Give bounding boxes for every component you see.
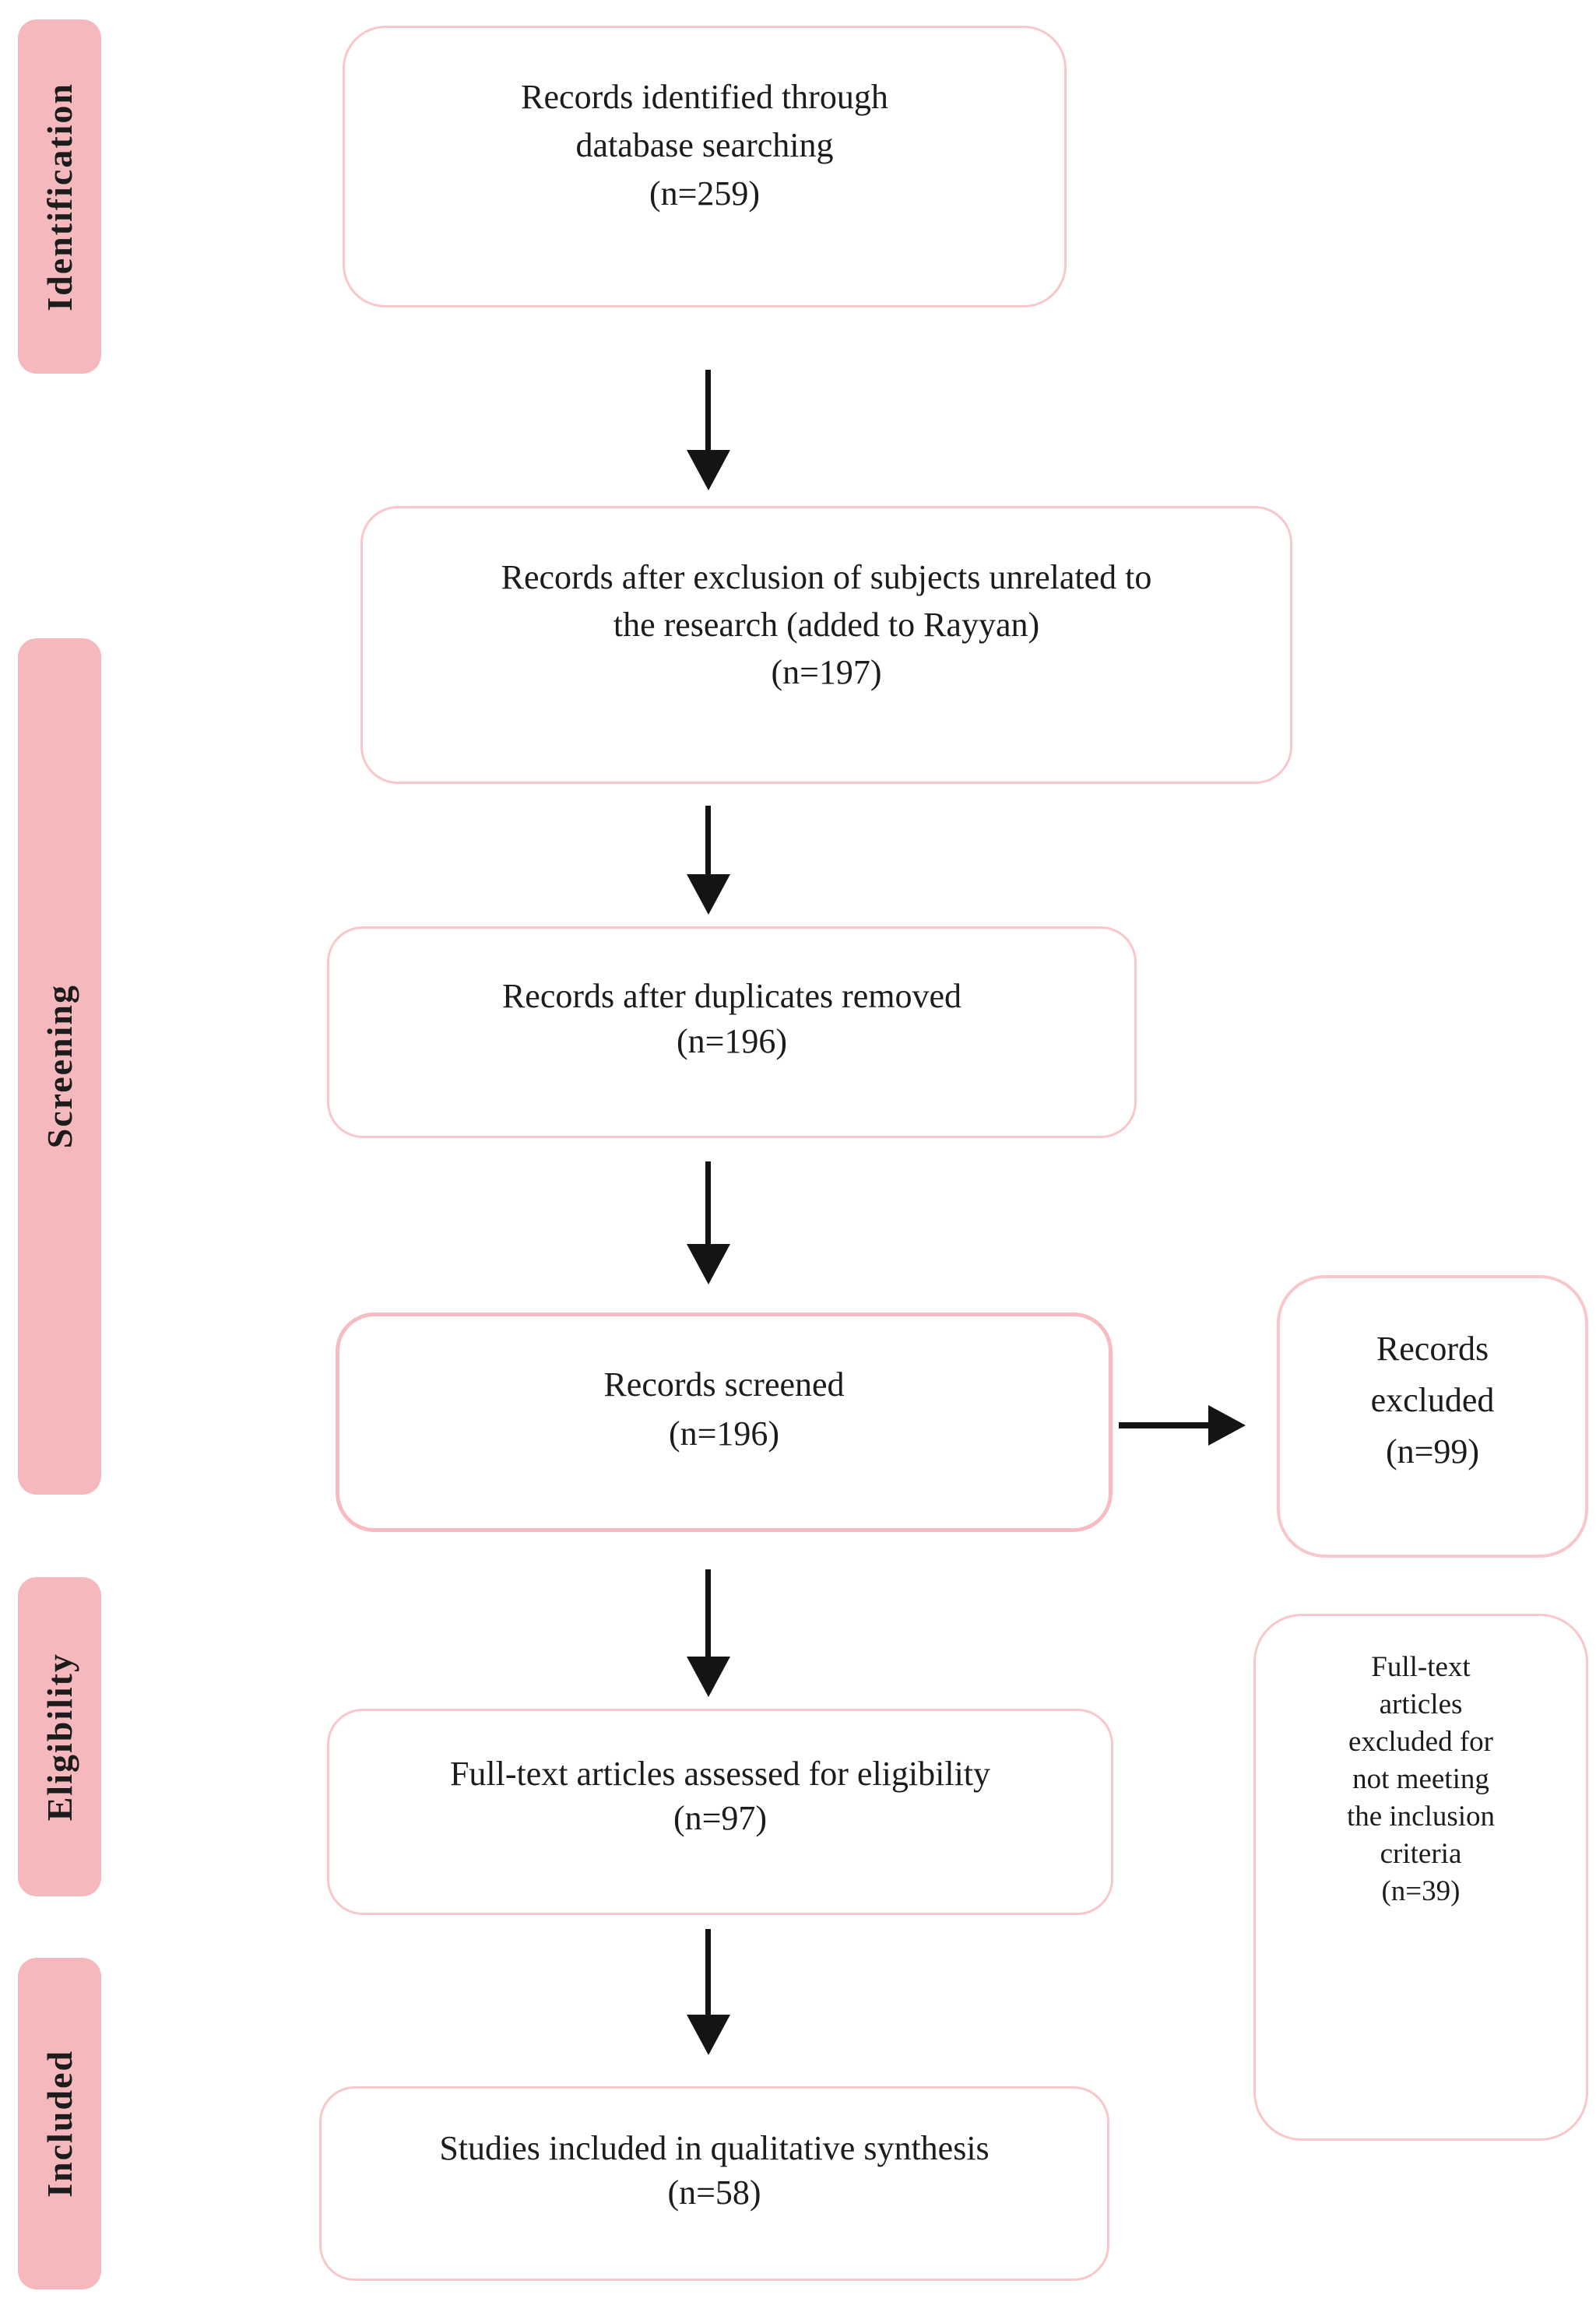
box-text-line: database searching — [575, 126, 834, 164]
box-text-line: Studies included in qualitative synthesi… — [439, 2129, 990, 2167]
box-included-synthesis: Studies included in qualitative synthesi… — [319, 2086, 1109, 2281]
box-records-excluded: Records excluded (n=99) — [1277, 1275, 1588, 1558]
box-text-line: excluded — [1370, 1381, 1495, 1419]
box-text-line: the inclusion — [1346, 1801, 1496, 1832]
box-text-line: (n=58) — [667, 2173, 761, 2212]
box-text-line: articles — [1379, 1688, 1463, 1720]
box-text-line: Full-text articles assessed for eligibil… — [449, 1755, 991, 1793]
box-text-line: (n=196) — [676, 1022, 788, 1060]
box-text-line: Records — [1376, 1330, 1489, 1368]
stage-band-identification: Identification — [18, 19, 101, 374]
box-fulltext-excluded: Full-text articles excluded for not meet… — [1253, 1614, 1588, 2141]
arrow-shaft — [705, 370, 711, 452]
box-text-line: excluded for — [1348, 1726, 1493, 1758]
box-text-line: criteria — [1380, 1838, 1462, 1870]
box-text-line: Records screened — [603, 1365, 845, 1404]
arrow-head-down-icon — [687, 1244, 730, 1284]
box-text-line: the research (added to Rayyan) — [613, 606, 1040, 644]
box-text-line: (n=196) — [668, 1414, 780, 1453]
arrow-head-down-icon — [687, 2015, 730, 2055]
box-text-line: (n=39) — [1381, 1875, 1461, 1907]
stage-band-eligibility: Eligibility — [18, 1577, 101, 1896]
stage-band-included: Included — [18, 1958, 101, 2289]
box-text-line: (n=259) — [649, 174, 761, 213]
stage-label-included: Included — [40, 2050, 79, 2198]
arrow-shaft — [705, 1569, 711, 1660]
box-after-exclusion: Records after exclusion of subjects unre… — [360, 506, 1292, 784]
box-text-line: (n=197) — [771, 653, 882, 691]
arrow-head-down-icon — [687, 450, 730, 490]
box-text-line: Records after duplicates removed — [501, 977, 962, 1015]
box-duplicates-removed: Records after duplicates removed (n=196) — [327, 926, 1137, 1138]
stage-label-identification: Identification — [40, 82, 79, 311]
box-text-line: Records after exclusion of subjects unre… — [501, 558, 1152, 596]
box-text-line: (n=99) — [1385, 1432, 1480, 1471]
box-text-line: Records identified through — [521, 78, 888, 116]
stage-label-eligibility: Eligibility — [40, 1652, 79, 1822]
arrow-shaft — [1119, 1422, 1212, 1428]
box-fulltext-assessed: Full-text articles assessed for eligibil… — [327, 1709, 1113, 1915]
box-records-screened: Records screened (n=196) — [336, 1312, 1113, 1532]
arrow-shaft — [705, 806, 711, 877]
box-text-line: (n=97) — [673, 1799, 768, 1837]
stage-band-screening: Screening — [18, 638, 101, 1495]
box-records-identified: Records identified through database sear… — [343, 26, 1067, 307]
stage-label-screening: Screening — [40, 984, 79, 1149]
arrow-shaft — [705, 1161, 711, 1247]
arrow-head-down-icon — [687, 1657, 730, 1697]
arrow-head-right-icon — [1208, 1405, 1246, 1446]
arrow-head-down-icon — [687, 874, 730, 915]
box-text-line: not meeting — [1352, 1763, 1489, 1795]
arrow-shaft — [705, 1929, 711, 2018]
box-text-line: Full-text — [1371, 1651, 1471, 1683]
